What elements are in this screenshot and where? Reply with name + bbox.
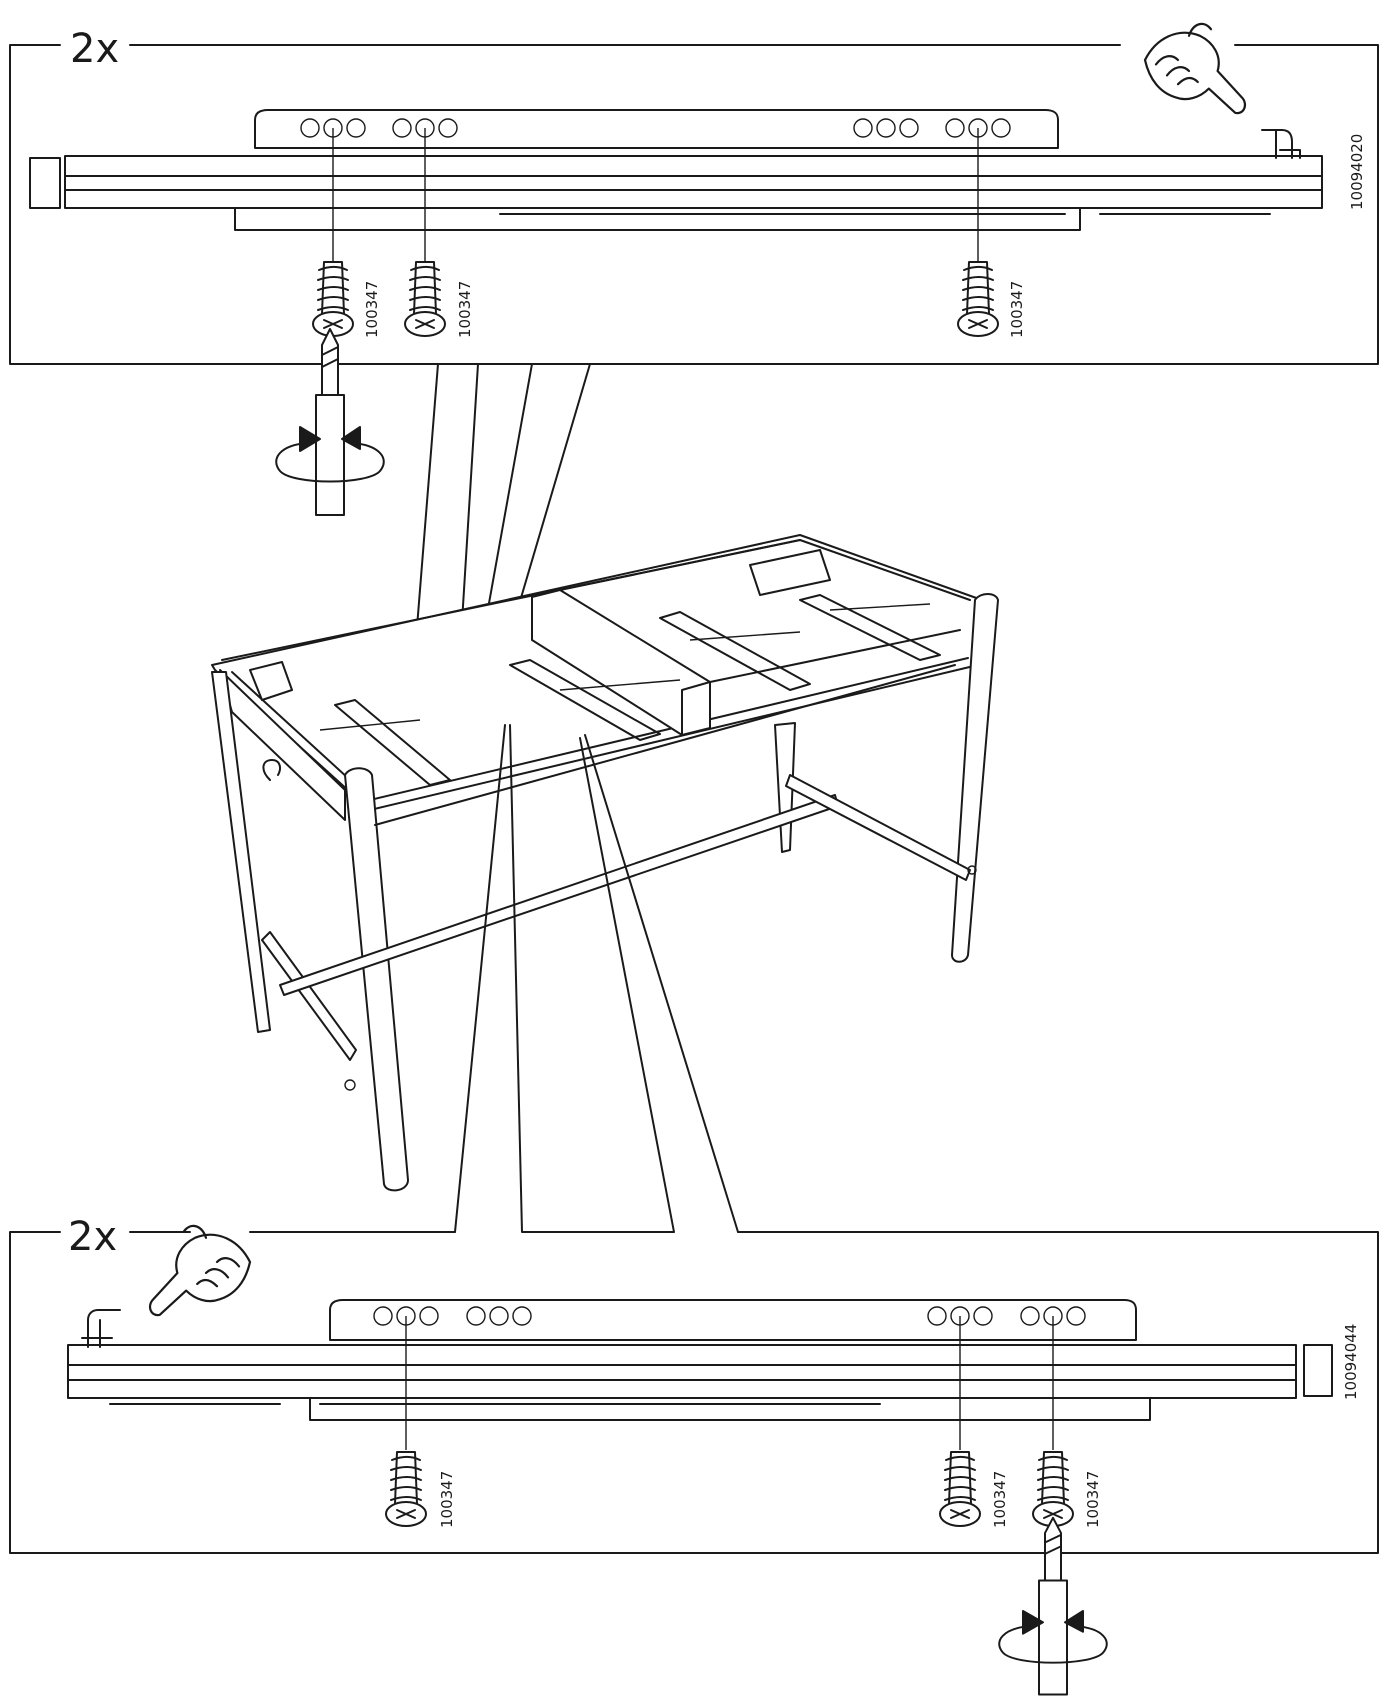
top-screw-1 <box>312 261 354 337</box>
top-screwdriver-rotate-icon <box>275 328 385 516</box>
top-drawer-rail <box>29 109 1323 231</box>
bottom-callout-lines <box>454 724 739 1233</box>
bottom-detail-panel: 2x 10094044 100347 100347 100347 <box>9 1214 1379 1696</box>
top-screw-1-code: 100347 <box>363 281 381 338</box>
top-screw-2 <box>404 261 446 337</box>
bottom-screw-2-code: 100347 <box>991 1471 1009 1528</box>
top-rail-part-number: 10094020 <box>1348 134 1366 210</box>
bottom-screw-1-code: 100347 <box>438 1471 456 1528</box>
top-callout-lines <box>411 363 591 736</box>
top-rail-holes <box>300 118 1011 138</box>
bottom-quantity-label: 2x <box>68 1214 117 1260</box>
top-quantity-label: 2x <box>70 26 119 72</box>
top-screw-3 <box>957 261 999 337</box>
bottom-screw-1 <box>385 1451 427 1527</box>
top-pointing-hand-icon <box>1143 22 1247 115</box>
top-detail-panel: 2x 10094020 100347 1003 <box>9 22 1379 516</box>
bottom-screw-2 <box>939 1451 981 1527</box>
bottom-pointing-hand-icon <box>148 1224 252 1317</box>
top-screw-2-code: 100347 <box>456 281 474 338</box>
bottom-rail-holes <box>373 1306 1086 1326</box>
bottom-screwdriver-rotate-icon <box>998 1516 1108 1696</box>
bottom-screw-3 <box>1032 1451 1074 1527</box>
bottom-screw-3-code: 100347 <box>1084 1471 1102 1528</box>
bottom-drawer-rail <box>67 1299 1333 1421</box>
top-screw-3-code: 100347 <box>1008 281 1026 338</box>
bottom-rail-part-number: 10094044 <box>1342 1324 1360 1400</box>
desk-frame-illustration <box>211 534 999 1192</box>
